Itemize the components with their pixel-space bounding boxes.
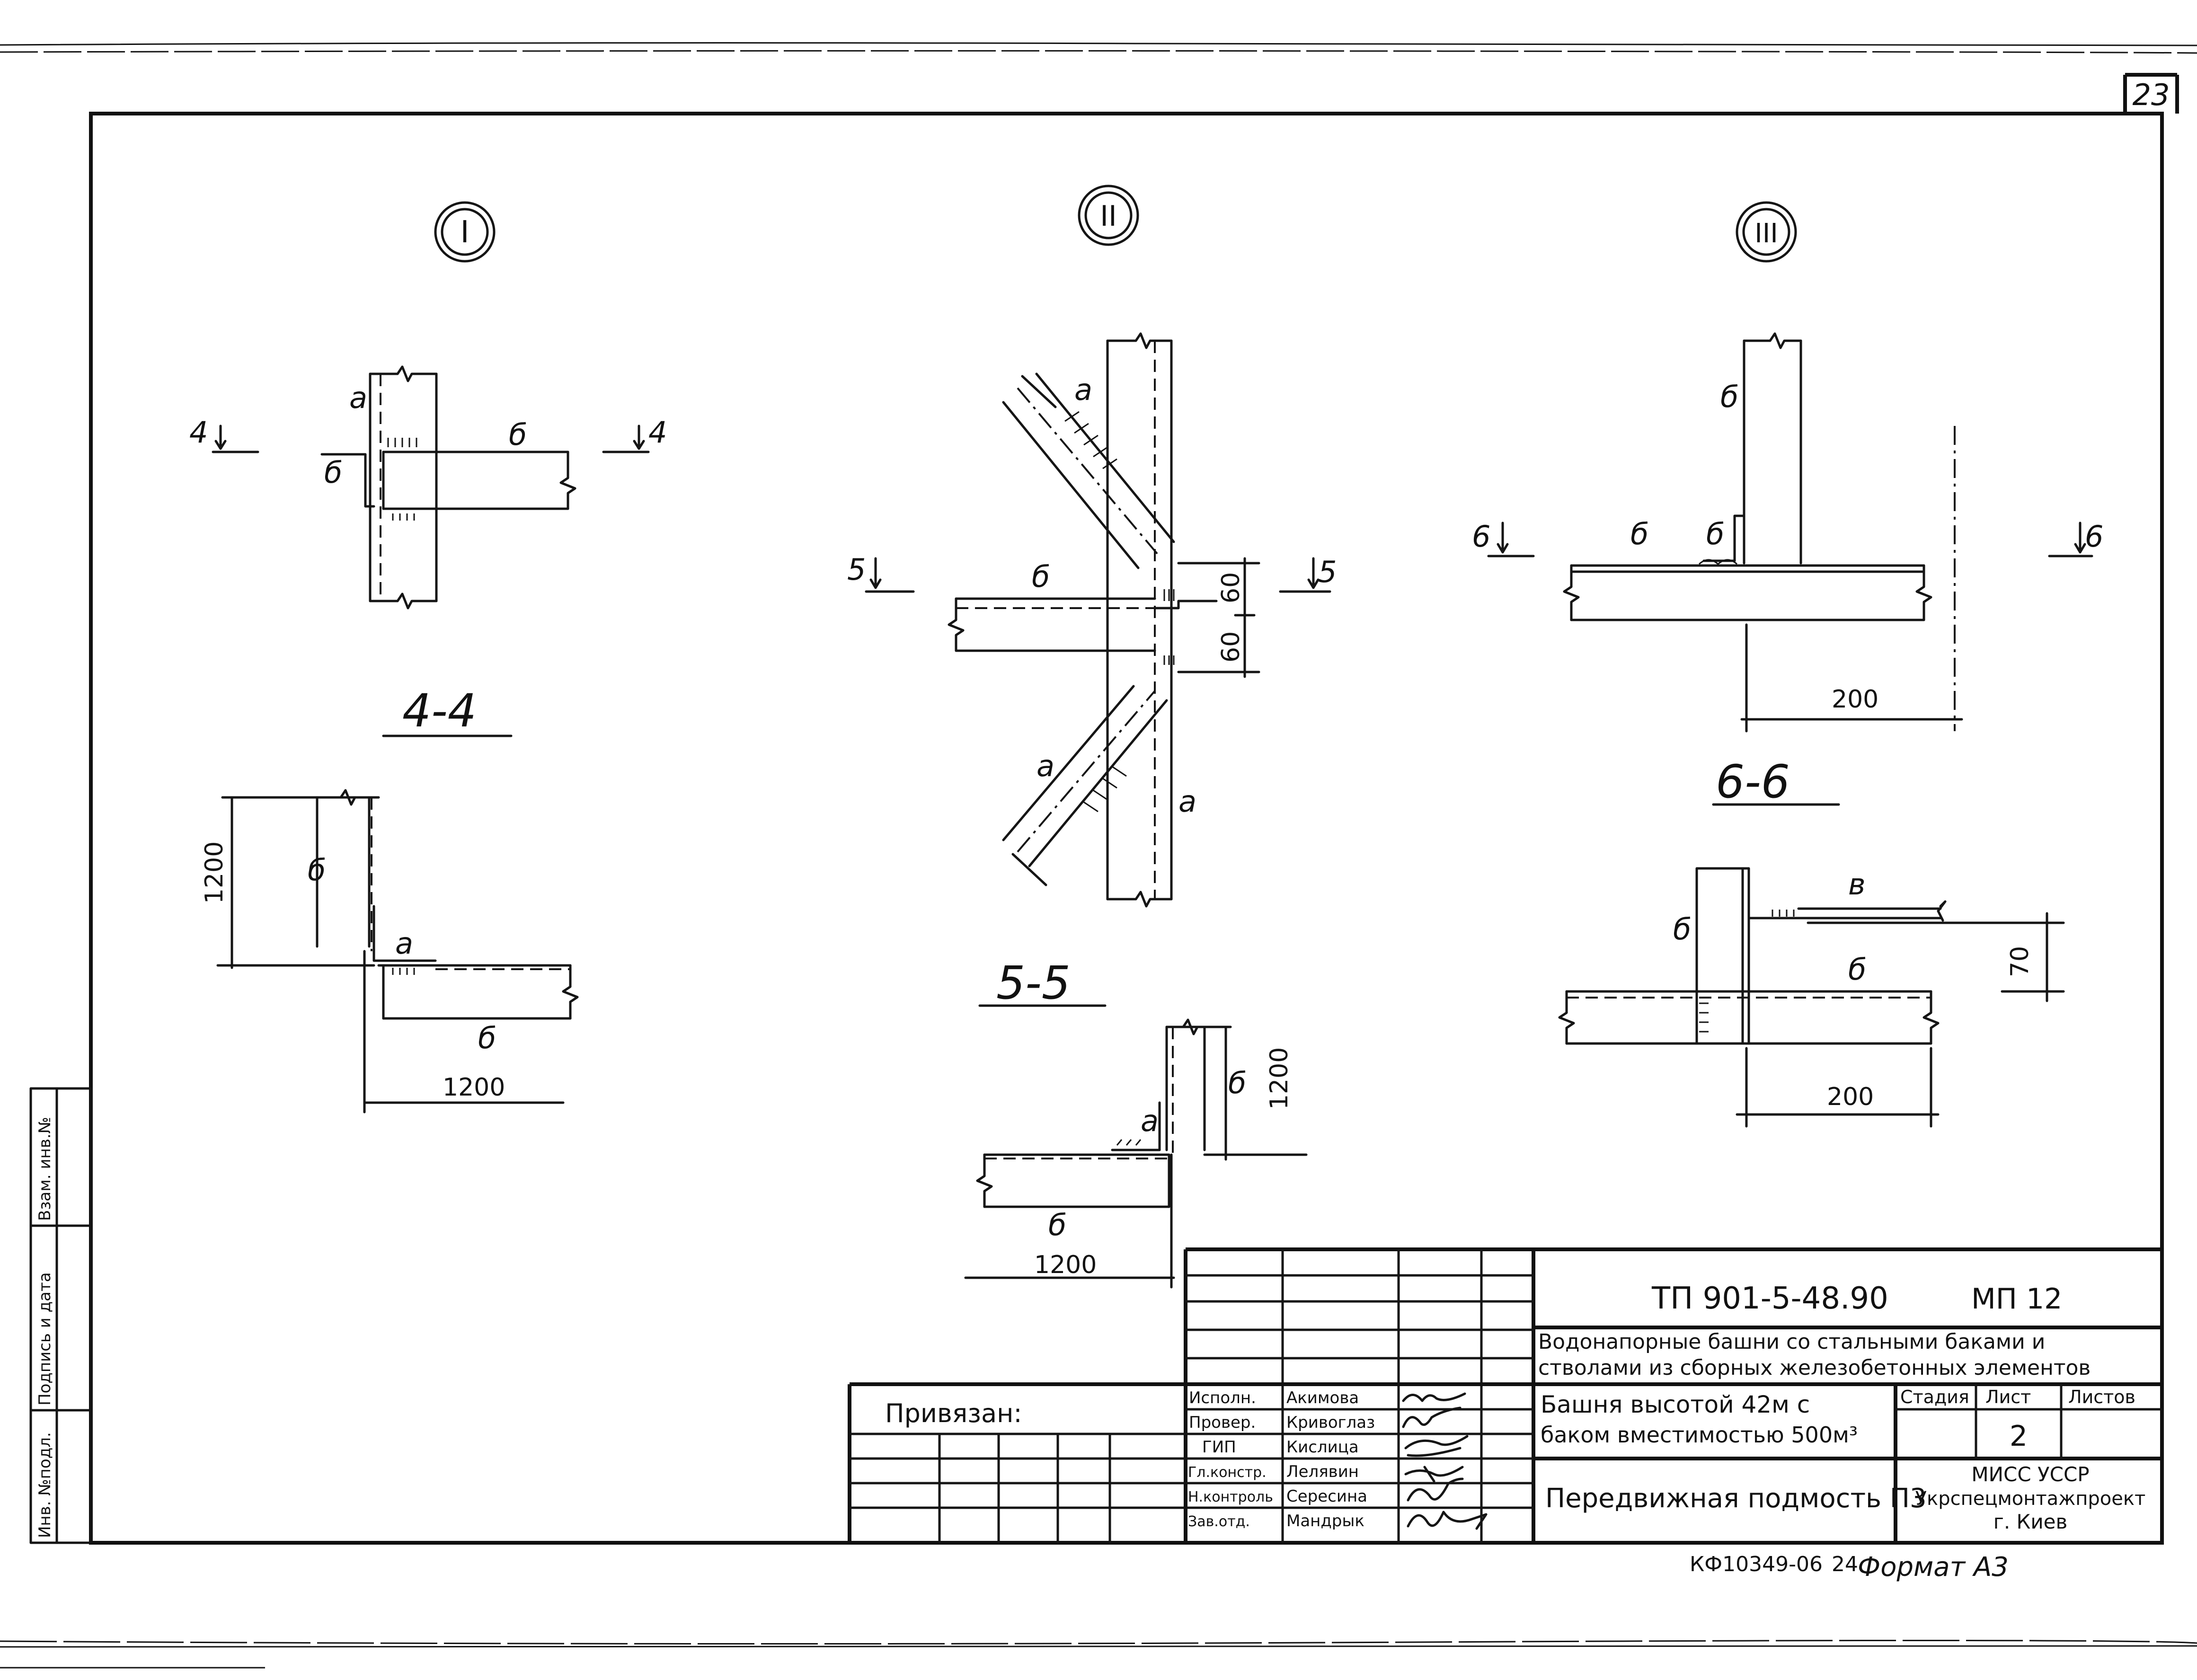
section-5-5-dim-h: 1200 [1034,1251,1097,1279]
detail-II-label-a3: а [1178,784,1196,819]
section-4-4-label-a: а [395,926,413,961]
detail-II-cut-left: 5 [847,552,866,587]
tb-sheet-header: Лист [1985,1387,2031,1407]
stamp-signature-date: Подпись и дата [35,1272,54,1406]
footer-num: 24 [1832,1552,1858,1576]
tb-role-1: Провер. [1189,1413,1256,1432]
detail-III-cut-left: 6 [1472,519,1490,554]
side-stamp [29,1087,92,1544]
scan-edges [0,42,2197,1669]
tb-name-4: Сересина [1286,1487,1367,1506]
tb-sheet-value: 2 [2010,1420,2028,1453]
section-5-5-label-b1: б [1228,1066,1246,1100]
detail-III-dim: 200 [1832,685,1878,714]
tb-tied: Привязан: [885,1398,1022,1428]
detail-I-label-a: а [349,380,367,415]
section-5-5-label-b2: б [1048,1208,1066,1242]
tb-role-3: Гл.констр. [1188,1464,1267,1481]
tb-role-5: Зав.отд. [1188,1513,1250,1530]
detail-II-dim-top: 60 [1217,572,1245,603]
tb-sheets-header: Листов [2068,1387,2135,1407]
tb-title-1: Водонапорные башни со стальными баками и [1538,1330,2045,1354]
tb-name-2: Кислица [1286,1438,1359,1457]
stamp-replacement-inv: Взам. инв.№ [35,1117,54,1221]
tb-org-3: г. Киев [1993,1510,2067,1533]
tb-album: МП 12 [1971,1282,2062,1316]
signatures [1402,1392,1488,1530]
format-label: Формат А3 [1858,1552,2009,1583]
tb-org-2: Укрспецмонтажпроект [1915,1488,2146,1510]
tb-object-2: баком вместимостью 500м³ [1541,1422,1858,1448]
section-4-4-dim-v: 1200 [200,841,229,904]
detail-III-label-b3: б [1706,517,1724,551]
detail-III: III [1487,201,2093,733]
section-4-4-label-b1: б [308,853,326,887]
detail-III-label-b2: б [1630,517,1648,551]
tb-name-5: Мандрык [1286,1512,1364,1530]
section-5-5-dim-v: 1200 [1265,1047,1293,1110]
tb-role-0: Исполн. [1189,1388,1256,1407]
section-6-6-dim-v: 70 [2006,946,2034,977]
tb-object-1: Башня высотой 42м с [1541,1391,1810,1418]
detail-I-label-b1: б [509,417,527,452]
tb-role-2: ГИП [1202,1438,1236,1457]
detail-II-dim-bottom: 60 [1217,631,1245,663]
tb-org-1: МИСС УССР [1971,1463,2089,1486]
detail-II-label-a2: а [1036,749,1054,783]
detail-I: I [212,201,650,610]
detail-II-mark: II [1100,200,1116,233]
section-4-4 [216,734,579,1114]
detail-I-cut-right: 4 [648,415,667,450]
tb-title-2: стволами из сборных железобетонных элеме… [1538,1356,2091,1380]
section-6-6-label-b1: б [1673,912,1691,946]
footer-code: КФ10349-06 [1690,1552,1823,1576]
section-5-5-label-a: а [1141,1104,1159,1138]
section-4-4-dim-h: 1200 [443,1073,505,1102]
stamp-inv-original: Инв. №подл. [35,1432,54,1538]
section-4-4-label-b2: б [478,1021,496,1055]
tb-name-3: Лелявин [1286,1462,1359,1481]
detail-II-cut-right: 5 [1318,555,1337,589]
tb-name-1: Кривоглаз [1286,1413,1375,1432]
detail-I-label-b2: б [324,455,342,490]
section-6-6-title: 6-6 [1716,755,1790,808]
tb-role-4: Н.контроль [1188,1489,1273,1505]
tb-name-0: Акимова [1286,1388,1359,1407]
main-frame [89,73,2179,1545]
detail-I-cut-left: 4 [189,415,208,450]
tb-code: ТП 901-5-48.90 [1651,1281,1888,1316]
detail-III-mark: III [1754,218,1778,249]
section-6-6 [1558,803,2065,1128]
section-6-6-label-b2: б [1848,952,1866,987]
section-5-5-title: 5-5 [996,956,1071,1009]
section-6-6-dim-h: 200 [1827,1083,1874,1111]
detail-II-label-a1: а [1074,372,1092,407]
detail-III-cut-right: 6 [2085,519,2103,554]
section-4-4-title: 4-4 [402,684,477,737]
detail-I-mark: I [461,215,470,250]
tb-drawing-name: Передвижная подмость П3 [1545,1483,1927,1514]
title-block [848,1247,2163,1544]
detail-II-label-b: б [1032,559,1050,594]
section-5-5 [964,1004,1308,1289]
detail-II: II [865,185,1331,908]
tb-stage-header: Стадия [1900,1387,1969,1407]
section-6-6-label-v: в [1848,867,1866,902]
sheet-number: 23 [2133,78,2170,112]
detail-III-label-b1: б [1720,380,1738,414]
